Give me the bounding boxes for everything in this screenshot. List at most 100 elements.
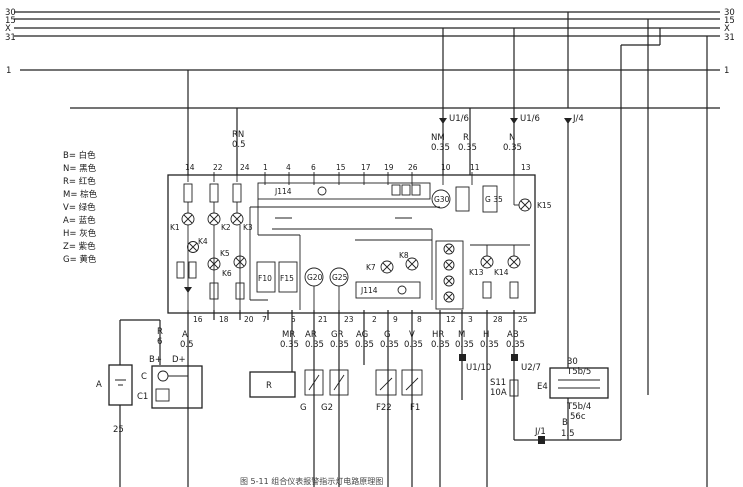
- wire-v-label: V: [409, 330, 415, 340]
- sender-g2-label: G2: [321, 403, 333, 413]
- bus-31-right-label: 31: [724, 33, 735, 43]
- battery-a-label: A: [96, 380, 102, 390]
- wire-r-gauge: 0.35: [458, 143, 477, 153]
- r6-gauge: 6: [157, 337, 162, 347]
- digital-display-icon: [391, 184, 421, 196]
- fuse-s11-label: S11: [490, 378, 506, 388]
- wire-hr-label: HR: [432, 330, 444, 340]
- regulator-c1-icon: [155, 388, 170, 402]
- j114-lower-label: J114: [360, 286, 378, 295]
- sender-g2-icon: [329, 369, 349, 396]
- terminal-t5b4-label: T5b/4: [566, 402, 591, 412]
- j114-upper-label: J114: [274, 187, 292, 196]
- regulator-c1-label: C1: [137, 392, 148, 402]
- lamp-k8-icon: [405, 257, 419, 271]
- lamp-k14-icon: [507, 255, 521, 269]
- wire-n-gauge: 0.35: [503, 143, 522, 153]
- arrow-u16-left-icon: [439, 118, 447, 124]
- pin-number: 6: [311, 163, 316, 172]
- j114-lower-gauge-icon: [397, 285, 407, 295]
- lamp-k2-icon: [207, 212, 221, 226]
- terminal-56c-label: 56c: [570, 412, 586, 422]
- wire-25-label: 25: [113, 425, 124, 435]
- bus-1-left-label: 1: [6, 66, 11, 76]
- wire-rn-gauge: 0.5: [232, 140, 246, 150]
- wire-r-label: R: [463, 133, 469, 143]
- pin-number: 25: [518, 315, 528, 324]
- bplus-label: B+: [149, 355, 162, 365]
- arrow-u16-right-icon: [510, 118, 518, 124]
- pin-number: 21: [318, 315, 328, 324]
- bus-30-right-label: 30: [724, 8, 735, 18]
- pin-number: 2: [372, 315, 377, 324]
- wire-ag-gauge: 0.35: [355, 340, 374, 350]
- wire-ab-label: AB: [507, 330, 519, 340]
- bus-30-left-label: 30: [5, 8, 16, 18]
- pin-number: 28: [493, 315, 503, 324]
- wire-a-label: A: [182, 330, 188, 340]
- pin-number: 1: [263, 163, 268, 172]
- wire-nm-gauge: 0.35: [431, 143, 450, 153]
- connector-j1-label: J/1: [534, 427, 546, 437]
- wire-ar-gauge: 0.35: [305, 340, 324, 350]
- wire-ar-label: AR: [305, 330, 317, 340]
- pin-number: 13: [521, 163, 531, 172]
- pin-number: 8: [417, 315, 422, 324]
- lamp-k13-icon: [480, 255, 494, 269]
- pin-number: 17: [361, 163, 371, 172]
- bus-15-right-label: 15: [724, 16, 735, 26]
- color-legend: B= 白色 N= 黑色 R= 红色 M= 棕色 V= 绿色 A= 蓝色 H= 灰…: [63, 150, 98, 265]
- wire-a-gauge: 0.5: [180, 340, 194, 350]
- component-r-label: R: [266, 381, 272, 391]
- u16-left-label: U1/6: [449, 114, 469, 124]
- k2-label: K2: [221, 223, 231, 232]
- switch-e4-box: [549, 367, 609, 399]
- g20-label: G20: [307, 273, 323, 282]
- wire-ab-gauge: 0.35: [506, 340, 525, 350]
- pin-number: 3: [468, 315, 473, 324]
- f10-switch: [256, 261, 276, 293]
- terminal-t5b5-label: T5b/5: [566, 367, 591, 377]
- pin-number: 14: [185, 163, 195, 172]
- pin-number: 5: [291, 315, 296, 324]
- pin-number: 19: [384, 163, 394, 172]
- g35-label: G 35: [485, 195, 503, 204]
- bus-lines: [14, 11, 720, 109]
- wire-hr-gauge: 0.35: [431, 340, 450, 350]
- legend-item: R= 红色: [63, 176, 96, 187]
- sensor-g30-icon: [431, 189, 451, 209]
- bottom-wire-drops: [187, 310, 515, 487]
- f15-label: F15: [280, 274, 294, 283]
- j4-label: J/4: [572, 114, 584, 124]
- battery-symbol-icon: [115, 379, 126, 386]
- wire-v-gauge: 0.35: [404, 340, 423, 350]
- wire-m-label: M: [458, 330, 465, 340]
- top-pin-numbers: 14 22 24 1 4 6 15 17 19 26 10 11 13: [185, 163, 531, 172]
- alternator-c-label: C: [141, 372, 147, 382]
- pin-number: 11: [470, 163, 480, 172]
- k5-label: K5: [220, 249, 230, 258]
- switch-f1-icon: [401, 369, 423, 396]
- legend-item: G= 黄色: [63, 254, 97, 265]
- f10-label: F10: [258, 274, 272, 283]
- wire-n-label: N: [509, 133, 515, 143]
- bus-x-right-label: X: [724, 24, 730, 34]
- switch-f22-label: F22: [376, 403, 392, 413]
- wire-gr-label: GR: [331, 330, 344, 340]
- j114-gauge-icon: [317, 186, 327, 196]
- bus-15-left-label: 15: [5, 16, 16, 26]
- bus-feeds: [187, 12, 708, 487]
- left-lamp-group: [183, 183, 242, 213]
- wire-m-gauge: 0.35: [455, 340, 474, 350]
- lamp-k4-icon: [187, 241, 199, 253]
- wire-b-label: B: [562, 418, 568, 428]
- k13-label: K13: [469, 268, 484, 277]
- wire-ag-label: AG: [356, 330, 368, 340]
- pin-number: 7: [262, 315, 267, 324]
- f15-switch: [278, 261, 298, 293]
- pin-number: 4: [286, 163, 291, 172]
- sender-g-label: G: [300, 403, 307, 413]
- figure-caption: 图 5-11 组合仪表报警指示灯电路原理图: [240, 476, 383, 486]
- k8-label: K8: [399, 251, 409, 260]
- legend-item: A= 蓝色: [63, 215, 96, 226]
